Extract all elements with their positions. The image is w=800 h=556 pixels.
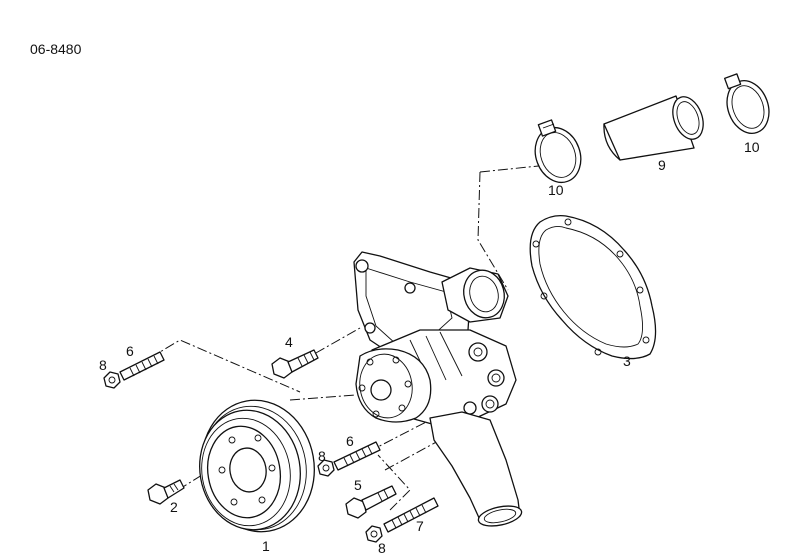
callout-stud-upper: 6 — [126, 343, 134, 359]
callout-nut-lower: 8 — [378, 540, 386, 556]
callout-clamp-left: 10 — [548, 182, 564, 198]
pulley-bolt — [147, 479, 185, 505]
document-number: 06-8480 — [30, 41, 82, 57]
bolt-short — [271, 349, 319, 379]
callout-stud-lower: 6 — [346, 433, 354, 449]
water-pump-housing — [353, 251, 523, 527]
alignment-line-pulley — [289, 394, 356, 401]
hose-clamp-left — [534, 119, 582, 184]
callout-gasket: 3 — [623, 353, 631, 369]
hose-clamp-right — [724, 73, 770, 134]
alignment-line-bolt-mid — [384, 439, 441, 471]
nut-upper — [103, 371, 121, 389]
callout-bolt-pulley: 2 — [170, 499, 178, 515]
bolt-long — [383, 497, 439, 533]
alignment-line-clamp — [479, 164, 549, 173]
callout-labels: 1 2 3 4 5 6 6 7 8 8 8 9 10 10 — [99, 139, 760, 556]
alignment-line-stud-upper — [149, 339, 301, 393]
bolt-mid — [345, 485, 397, 519]
pump-gasket — [529, 214, 657, 360]
callout-bolt-mid: 5 — [354, 477, 362, 493]
callout-bolt-long: 7 — [416, 518, 424, 534]
alignment-line-bolt-long — [377, 454, 411, 511]
callout-nut-mid: 8 — [318, 448, 326, 464]
stud-lower — [333, 441, 381, 471]
coolant-hose — [603, 95, 704, 161]
callout-bolt-short: 4 — [285, 334, 293, 350]
callout-hose: 9 — [658, 157, 666, 173]
pump-pulley — [199, 399, 315, 533]
alignment-line-bolt-short — [299, 327, 361, 363]
stud-upper — [119, 351, 165, 381]
callout-nut-upper: 8 — [99, 357, 107, 373]
callout-clamp-right: 10 — [744, 139, 760, 155]
alignment-lines — [149, 164, 549, 511]
nut-mid — [317, 459, 335, 477]
nut-lower — [365, 525, 383, 543]
alignment-line-outlet — [477, 171, 509, 291]
alignment-line-stud-lower — [367, 419, 431, 453]
callout-pulley: 1 — [262, 538, 270, 554]
